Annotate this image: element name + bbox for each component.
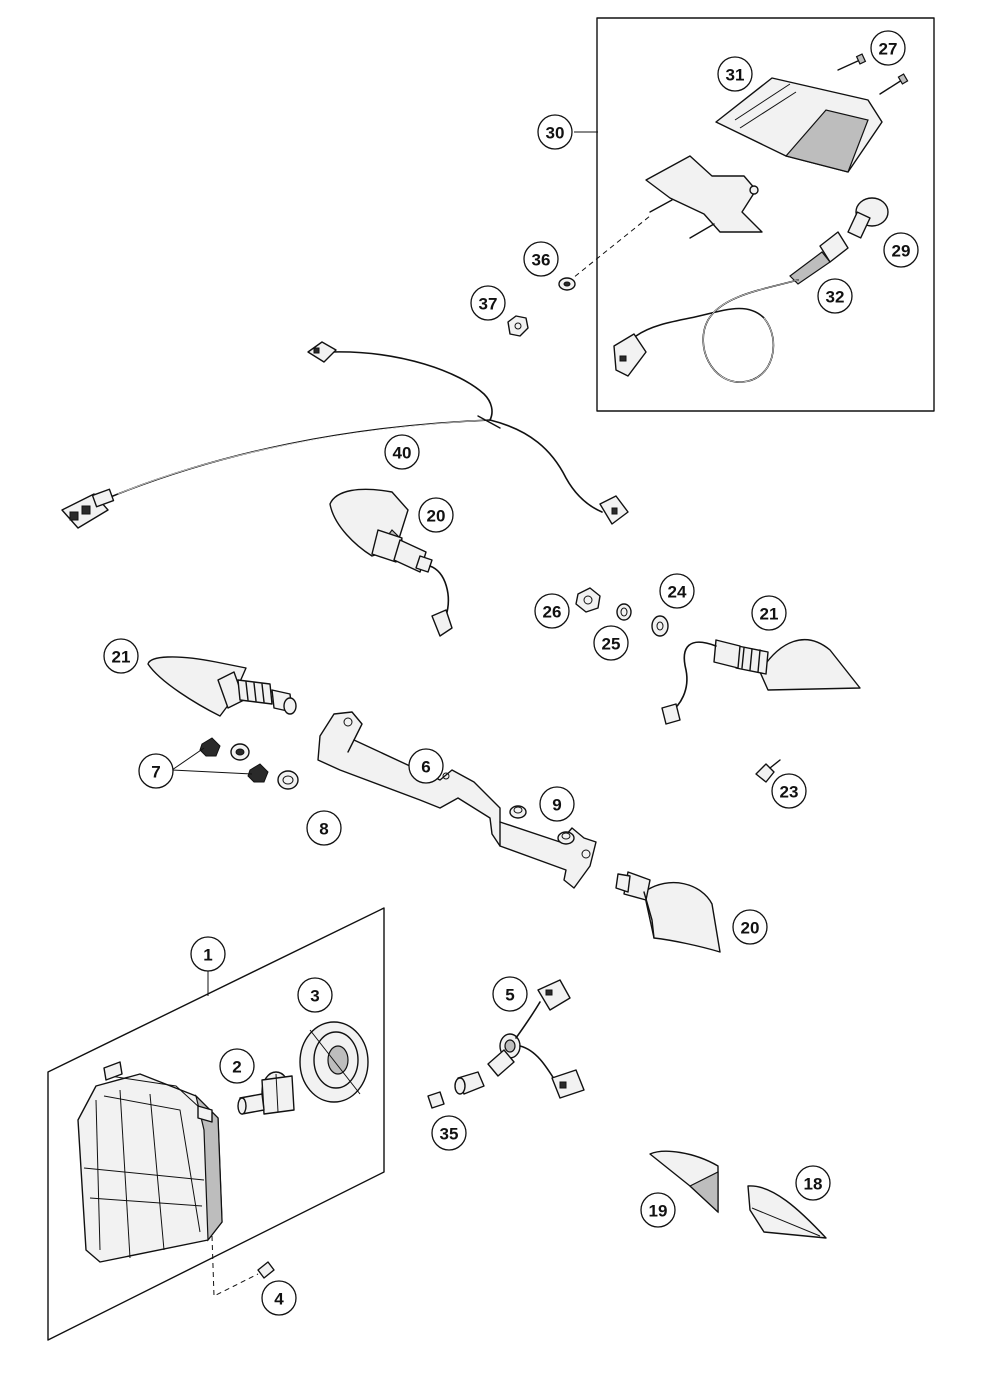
callout-c8: 8 <box>306 810 342 846</box>
svg-text:19: 19 <box>649 1202 668 1221</box>
grommet-part-9-b <box>557 831 575 845</box>
svg-text:3: 3 <box>310 987 319 1006</box>
turn-indicator-20-bottom <box>615 871 721 953</box>
svg-text:40: 40 <box>393 444 412 463</box>
svg-text:24: 24 <box>668 583 687 602</box>
svg-text:35: 35 <box>440 1125 459 1144</box>
svg-text:26: 26 <box>543 603 562 622</box>
callout-c3: 3 <box>297 977 333 1013</box>
tail-light-mount-line <box>567 215 651 283</box>
headlight-unit <box>77 1061 223 1263</box>
callout-c19: 19 <box>640 1192 676 1228</box>
svg-text:32: 32 <box>826 288 845 307</box>
callout-c21a: 21 <box>103 638 139 674</box>
screw-part-4 <box>257 1261 275 1279</box>
svg-text:30: 30 <box>546 124 565 143</box>
tail-light-assembly-frame <box>596 17 935 412</box>
callout-c24: 24 <box>659 573 695 609</box>
headlight-assembly-group <box>47 907 385 1341</box>
callout-c18: 18 <box>795 1165 831 1201</box>
parking-light-bulb <box>427 1071 485 1109</box>
callout-c5: 5 <box>492 976 528 1012</box>
svg-text:1: 1 <box>203 946 212 965</box>
tail-light-lens <box>715 77 883 173</box>
reflector-part-18 <box>747 1185 827 1239</box>
svg-text:29: 29 <box>892 242 911 261</box>
callout-c2: 2 <box>219 1048 255 1084</box>
svg-text:6: 6 <box>421 758 430 777</box>
callout-c26: 26 <box>534 593 570 629</box>
tail-light-bulb <box>847 197 889 239</box>
turn-indicator-21-left <box>147 656 297 717</box>
tail-light-assembly-group <box>567 17 935 412</box>
grommet-part-9-a <box>509 805 527 819</box>
svg-text:20: 20 <box>427 507 446 526</box>
svg-text:31: 31 <box>726 66 745 85</box>
svg-text:18: 18 <box>804 1175 823 1194</box>
svg-text:4: 4 <box>274 1290 284 1309</box>
callout-c32: 32 <box>817 278 853 314</box>
nut-part-37 <box>507 315 529 337</box>
callout-c4: 4 <box>261 1280 297 1316</box>
callout-c21b: 21 <box>751 595 787 631</box>
flat-washer-part-24 <box>651 615 669 637</box>
callout-c1: 1 <box>190 936 226 972</box>
svg-text:21: 21 <box>760 605 779 624</box>
callout-c9: 9 <box>539 786 575 822</box>
callout-c20a: 20 <box>418 497 454 533</box>
tail-light-bracket <box>645 155 763 239</box>
svg-text:21: 21 <box>112 648 131 667</box>
grommet-part-8-a <box>230 743 250 761</box>
callout-c6: 6 <box>408 748 444 784</box>
parking-light-socket <box>487 979 585 1099</box>
svg-text:5: 5 <box>505 986 514 1005</box>
svg-text:25: 25 <box>602 635 621 654</box>
callout-c37: 37 <box>470 285 506 321</box>
reflector-part-19 <box>649 1150 719 1214</box>
callout-c29: 29 <box>883 232 919 268</box>
indicator-bracket-6 <box>317 711 597 889</box>
svg-text:2: 2 <box>232 1058 241 1077</box>
callout-c36: 36 <box>523 241 559 277</box>
nut-part-7-b <box>247 763 269 783</box>
headlight-bulb <box>237 1071 295 1115</box>
grommet-part-8-b <box>277 770 299 790</box>
callout-c31: 31 <box>717 56 753 92</box>
turn-indicator-21-right <box>661 639 861 725</box>
tail-light-socket-wire <box>613 231 849 383</box>
callout-c35: 35 <box>431 1115 467 1151</box>
callout-c27: 27 <box>870 30 906 66</box>
callout-c7: 7 <box>138 753 174 789</box>
callout-c20b: 20 <box>732 909 768 945</box>
headlight-assembly-frame <box>47 907 385 1341</box>
callout-leader-lines <box>207 131 598 996</box>
hex-nut-part-26 <box>575 587 601 613</box>
lock-washer-part-25 <box>616 603 632 621</box>
callout-c30: 30 <box>537 114 573 150</box>
leader-7-a <box>171 747 205 771</box>
turn-indicator-20-top <box>329 488 453 637</box>
callout-c23: 23 <box>771 773 807 809</box>
svg-text:9: 9 <box>552 796 561 815</box>
svg-text:20: 20 <box>741 919 760 938</box>
leader-7-b <box>171 769 253 775</box>
tail-light-screws <box>837 53 909 95</box>
svg-text:37: 37 <box>479 295 498 314</box>
svg-text:36: 36 <box>532 251 551 270</box>
svg-text:7: 7 <box>151 763 160 782</box>
callout-c25: 25 <box>593 625 629 661</box>
screw-part-23 <box>755 759 781 783</box>
headlight-dust-cap <box>299 1021 369 1103</box>
callout-c40: 40 <box>384 434 420 470</box>
headlight-mount-dashline <box>211 1235 259 1297</box>
svg-text:8: 8 <box>319 820 328 839</box>
nut-part-7-a <box>199 737 221 757</box>
svg-text:23: 23 <box>780 783 799 802</box>
wiring-harness <box>61 341 629 529</box>
svg-text:27: 27 <box>879 40 898 59</box>
washer-part-36 <box>558 277 576 291</box>
